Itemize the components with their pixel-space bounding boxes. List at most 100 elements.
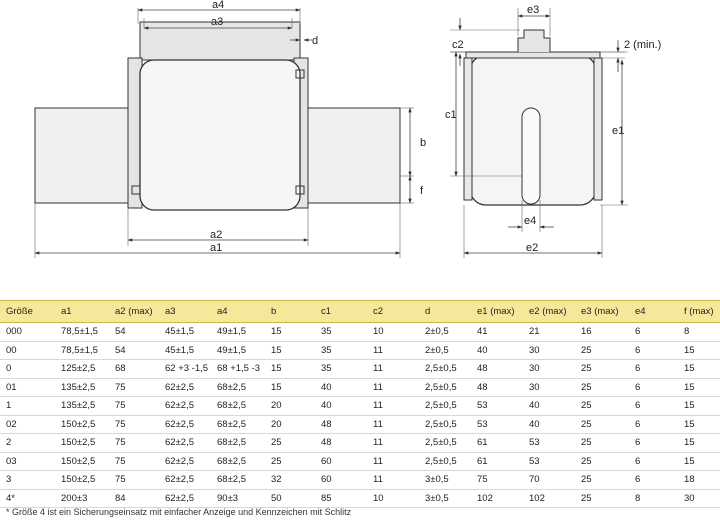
table-cell: 150±2,5	[55, 470, 109, 490]
table-cell: 6	[629, 378, 678, 397]
table-cell: 11	[367, 433, 419, 453]
table-cell: 11	[367, 415, 419, 434]
svg-text:a3: a3	[211, 16, 223, 28]
table-cell: 70	[523, 470, 575, 490]
table-cell: 78,5±1,5	[55, 322, 109, 342]
technical-drawing: a4 a3 d b f a2 a1	[34, 0, 661, 258]
table-cell: 8	[678, 322, 720, 342]
column-header: c1	[315, 300, 367, 323]
svg-text:e1: e1	[612, 125, 624, 137]
table-cell: 15	[678, 415, 720, 434]
table-cell: 40	[315, 378, 367, 397]
table-cell: 30	[523, 378, 575, 397]
table-cell: 75	[109, 470, 159, 490]
table-cell: 135±2,5	[55, 378, 109, 397]
table-cell: 2,5±0,5	[419, 396, 471, 416]
table-cell: 2,5±0,5	[419, 433, 471, 453]
table-cell: 18	[678, 470, 720, 490]
table-cell: 25	[575, 489, 629, 508]
table-cell: 2	[0, 433, 55, 453]
svg-text:a4: a4	[212, 0, 224, 11]
table-cell: 102	[523, 489, 575, 508]
table-cell: 00	[0, 341, 55, 360]
table-cell: 62±2,5	[159, 415, 211, 434]
table-cell: 40	[523, 415, 575, 434]
table-cell: 25	[265, 452, 315, 471]
table-cell: 2±0,5	[419, 341, 471, 360]
svg-text:e3: e3	[527, 4, 539, 16]
table-cell: 25	[575, 378, 629, 397]
column-header: f (max)	[678, 300, 720, 323]
table-cell: 49±1,5	[211, 341, 265, 360]
table-cell: 75	[109, 396, 159, 416]
table-cell: 41	[471, 322, 523, 342]
side-view: a4 a3 d b f a2 a1	[34, 0, 426, 258]
right-blade	[299, 107, 401, 204]
table-cell: 2,5±0,5	[419, 359, 471, 379]
table-cell: 49±1,5	[211, 322, 265, 342]
svg-text:f: f	[420, 185, 424, 197]
table-cell: 15	[265, 341, 315, 360]
table-cell: 15	[678, 452, 720, 471]
table-cell: 62 +3 -1,5	[159, 359, 211, 379]
table-cell: 25	[575, 415, 629, 434]
table-cell: 6	[629, 415, 678, 434]
table-cell: 11	[367, 470, 419, 490]
table-cell: 68±2,5	[211, 452, 265, 471]
table-cell: 54	[109, 341, 159, 360]
table-cell: 25	[575, 470, 629, 490]
table-cell: 62±2,5	[159, 396, 211, 416]
column-header: a3	[159, 300, 211, 323]
table-cell: 25	[575, 341, 629, 360]
table-cell: 40	[523, 396, 575, 416]
table-cell: 6	[629, 341, 678, 360]
table-cell: 102	[471, 489, 523, 508]
table-cell: 68±2,5	[211, 396, 265, 416]
column-header: a4	[211, 300, 265, 323]
table-cell: 20	[265, 415, 315, 434]
table-cell: 75	[109, 378, 159, 397]
table-cell: 62±2,5	[159, 470, 211, 490]
table-cell: 68±2,5	[211, 415, 265, 434]
table-cell: 8	[629, 489, 678, 508]
table-cell: 45±1,5	[159, 322, 211, 342]
column-header: e2 (max)	[523, 300, 575, 323]
table-cell: 6	[629, 470, 678, 490]
table-cell: 78,5±1,5	[55, 341, 109, 360]
table-cell: 62±2,5	[159, 378, 211, 397]
svg-text:a2: a2	[210, 229, 222, 241]
table-cell: 30	[523, 341, 575, 360]
column-header: a1	[55, 300, 109, 323]
table-cell: 135±2,5	[55, 396, 109, 416]
table-cell: 11	[367, 359, 419, 379]
column-header: Größe	[0, 300, 55, 323]
table-cell: 15	[678, 433, 720, 453]
table-cell: 75	[471, 470, 523, 490]
table-cell: 11	[367, 378, 419, 397]
table-cell: 15	[265, 378, 315, 397]
table-cell: 25	[575, 396, 629, 416]
table-cell: 2±0,5	[419, 322, 471, 342]
table-cell: 25	[575, 433, 629, 453]
table-cell: 15	[678, 341, 720, 360]
table-cell: 2,5±0,5	[419, 452, 471, 471]
footnote: * Größe 4 ist ein Sicherungseinsatz mit …	[6, 507, 352, 517]
table-cell: 75	[109, 452, 159, 471]
svg-text:c2: c2	[452, 39, 464, 51]
blade-slot	[521, 107, 541, 205]
table-cell: 125±2,5	[55, 359, 109, 379]
table-cell: 68±2,5	[211, 378, 265, 397]
table-cell: 2,5±0,5	[419, 415, 471, 434]
table-cell: 150±2,5	[55, 433, 109, 453]
table-cell: 50	[265, 489, 315, 508]
svg-text:d: d	[312, 35, 318, 47]
table-cell: 48	[315, 415, 367, 434]
